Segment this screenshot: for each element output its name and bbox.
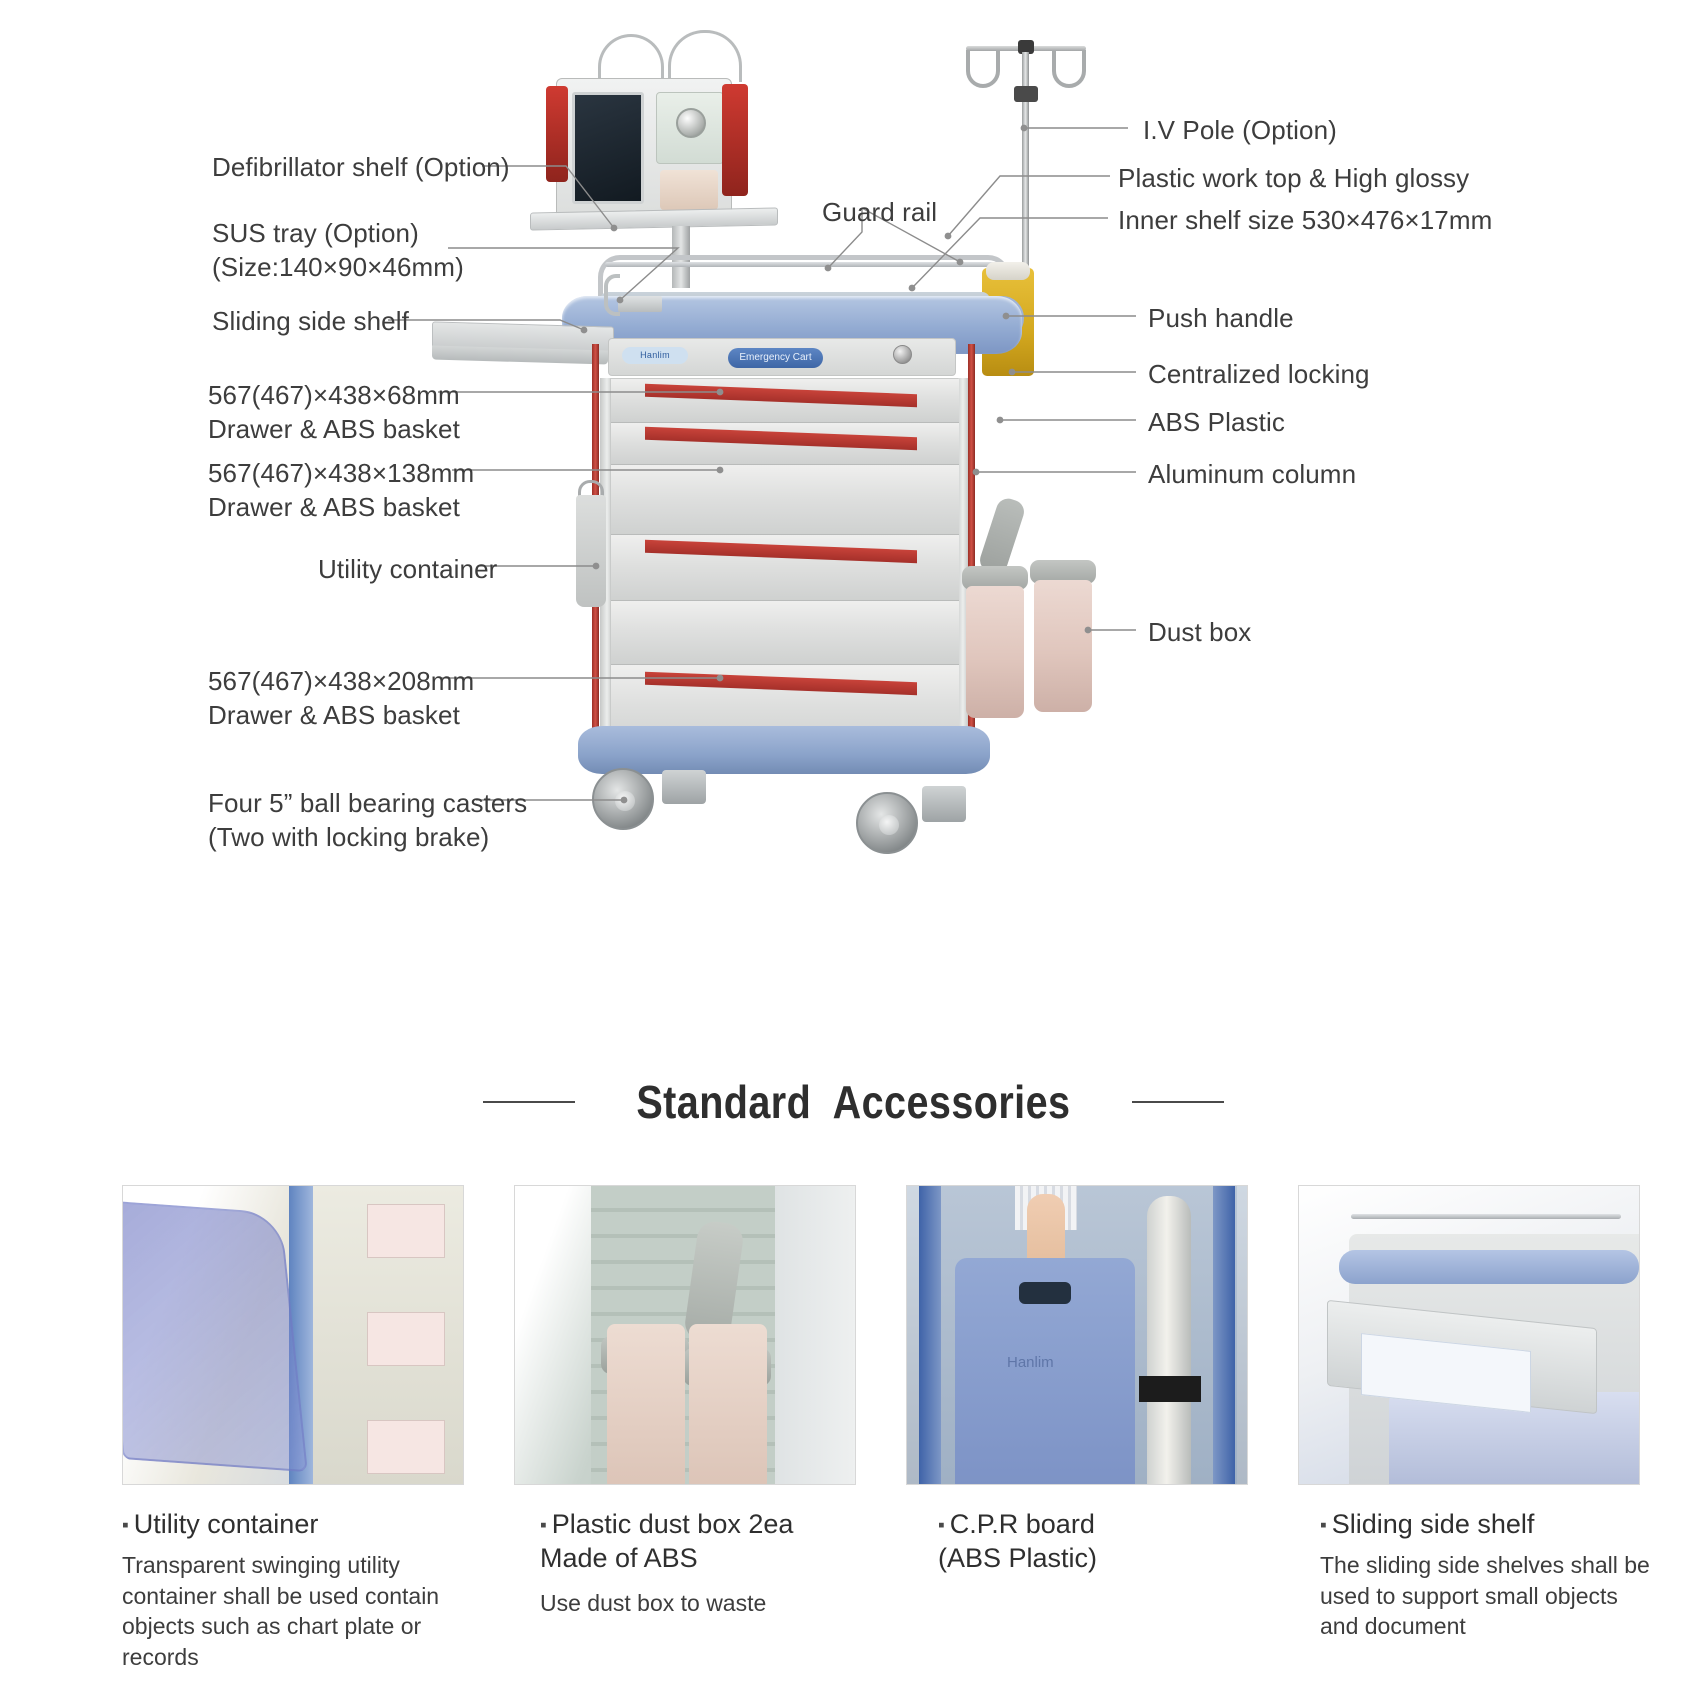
callout-utility-container: Utility container <box>318 554 498 584</box>
bullet-icon: ▪ <box>122 1515 129 1536</box>
utility-container <box>576 495 606 607</box>
cpr-board-logo: Hanlim <box>1007 1354 1054 1371</box>
callout-plastic-work-top: Plastic work top & High glossy <box>1118 163 1470 193</box>
callout-casters: Four 5” ball bearing casters (Two with l… <box>208 788 528 852</box>
bullet-icon: ▪ <box>540 1515 547 1536</box>
accessory-title-3: ▪C.P.R board (ABS Plastic) <box>938 1507 1286 1575</box>
bullet-icon: ▪ <box>1320 1515 1327 1536</box>
cart-base <box>578 726 990 774</box>
accessory-cards: ▪Utility container Transparent swinging … <box>0 1185 1707 1672</box>
drawer-4 <box>611 535 959 601</box>
callout-drawer-68: 567(467)×438×68mm Drawer & ABS basket <box>208 380 460 444</box>
section-rule-right <box>1131 1101 1224 1103</box>
utility-container-handle <box>578 480 604 502</box>
callout-drawer-208: 567(467)×438×208mm Drawer & ABS basket <box>208 666 475 730</box>
iv-pole-clamp <box>1014 86 1038 102</box>
accessory-title-text-4: Sliding side shelf <box>1331 1509 1535 1539</box>
dust-box-right <box>1034 580 1092 712</box>
callout-inner-shelf: Inner shelf size 530×476×17mm <box>1118 205 1493 235</box>
callout-guard-rail: Guard rail <box>822 197 938 227</box>
drawer-cabinet <box>610 378 959 749</box>
callout-drawer-138: 567(467)×438×138mm Drawer & ABS basket <box>208 458 475 522</box>
sus-tray-bracket <box>604 274 620 316</box>
section-title: Standard Accessories <box>636 1076 1071 1128</box>
caster-front-right <box>856 792 918 854</box>
accessory-thumbnail-sliding-side-shelf <box>1298 1185 1640 1485</box>
defib-cable-left <box>598 34 664 82</box>
iv-hook-left <box>966 50 1000 88</box>
iv-pole-cap <box>1018 40 1034 54</box>
accessory-title-text-3: C.P.R board (ABS Plastic) <box>938 1509 1098 1574</box>
accessory-body-1: Transparent swinging utility container s… <box>122 1552 440 1670</box>
red-pillar-right <box>968 344 975 744</box>
accessory-body-4: The sliding side shelves shall be used t… <box>1320 1552 1650 1640</box>
section-header: Standard Accessories <box>0 1075 1707 1129</box>
defib-pads-label <box>660 170 718 210</box>
defibrillator-screen <box>572 92 644 204</box>
dust-box-left <box>966 586 1024 718</box>
guard-rail-crossbar <box>605 262 1003 267</box>
callout-iv-pole: I.V Pole (Option) <box>1143 115 1337 145</box>
accessory-card-sliding-side-shelf: ▪Sliding side shelf The sliding side she… <box>1298 1185 1678 1672</box>
accessory-card-utility-container: ▪Utility container Transparent swinging … <box>122 1185 502 1672</box>
accessory-title-4: ▪Sliding side shelf <box>1320 1507 1678 1541</box>
caster-rear-left <box>662 770 706 804</box>
accessory-thumbnail-cpr-board: Hanlim <box>906 1185 1248 1485</box>
accessory-thumbnail-utility-container <box>122 1185 464 1485</box>
product-name-badge: Emergency Cart <box>728 348 823 368</box>
accessory-title-1: ▪Utility container <box>122 1507 502 1541</box>
defibrillator-knob <box>676 108 706 138</box>
caster-rear-right <box>922 786 966 822</box>
bullet-icon: ▪ <box>938 1515 945 1536</box>
callout-aluminum-column: Aluminum column <box>1148 459 1357 489</box>
callout-centralized-locking: Centralized locking <box>1148 359 1370 389</box>
drawer-2 <box>611 423 959 465</box>
accessory-title-2: ▪Plastic dust box 2ea Made of ABS <box>540 1507 894 1575</box>
callout-sus-tray: SUS tray (Option) (Size:140×90×46mm) <box>212 218 464 282</box>
accessory-title-text-2: Plastic dust box 2ea Made of ABS <box>540 1509 794 1574</box>
caster-hub <box>879 815 899 835</box>
defib-paddle-right <box>722 84 748 196</box>
centralized-lock-knob <box>893 345 912 364</box>
accessory-body-2: Use dust box to waste <box>540 1590 767 1617</box>
drawer-5 <box>611 601 959 665</box>
accessory-title-text-1: Utility container <box>133 1509 319 1539</box>
brand-badge: Hanlim <box>622 347 688 364</box>
drawer-3 <box>611 465 959 535</box>
callout-defibrillator-shelf: Defibrillator shelf (Option) <box>212 152 510 182</box>
defib-cable-right <box>668 30 742 82</box>
callout-sliding-side-shelf: Sliding side shelf <box>212 306 409 336</box>
callout-push-handle: Push handle <box>1148 303 1294 333</box>
callout-dust-box: Dust box <box>1148 617 1252 647</box>
iv-hook-right <box>1052 50 1086 88</box>
section-rule-left <box>483 1101 576 1103</box>
callout-abs-plastic: ABS Plastic <box>1148 407 1285 437</box>
sharps-container-lid <box>986 262 1030 280</box>
accessory-card-cpr-board: Hanlim ▪C.P.R board (ABS Plastic) <box>906 1185 1286 1672</box>
accessory-card-plastic-dust-box: ▪Plastic dust box 2ea Made of ABS Use du… <box>514 1185 894 1672</box>
leader-lines <box>388 124 1136 804</box>
drawer-1 <box>611 379 959 423</box>
defib-paddle-left <box>546 86 568 182</box>
accessory-thumbnail-plastic-dust-box <box>514 1185 856 1485</box>
sus-tray <box>618 296 662 312</box>
